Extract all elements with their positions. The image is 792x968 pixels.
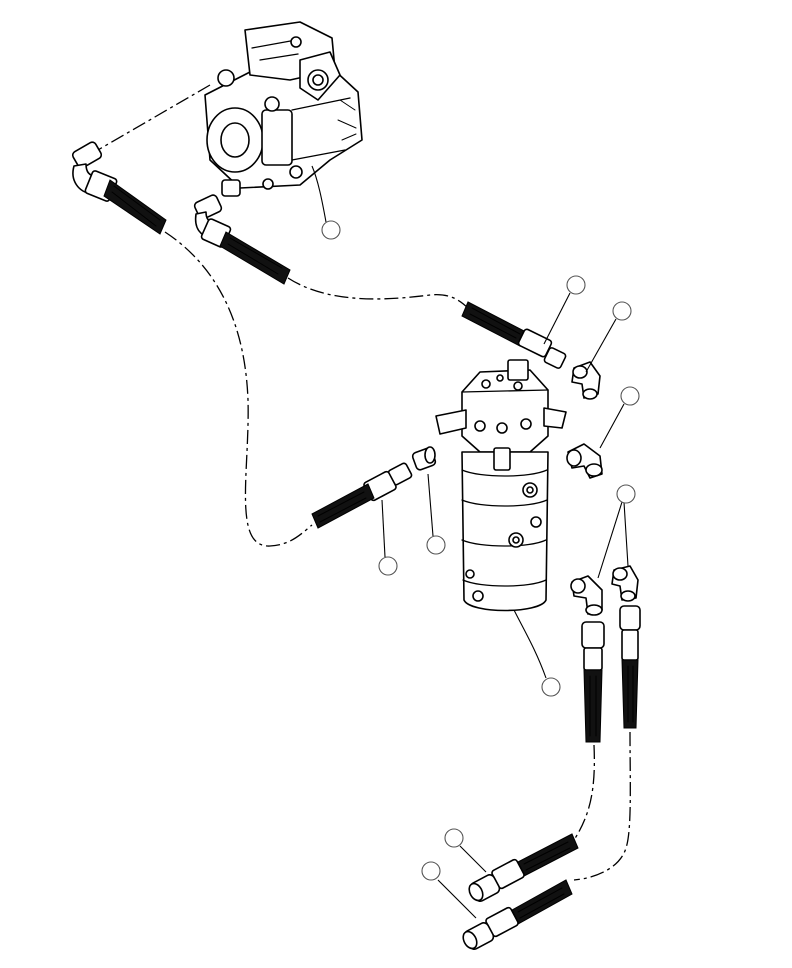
hose-assembly-upper-right xyxy=(461,301,567,369)
callout-swivel-joint xyxy=(541,677,561,697)
callout-pump xyxy=(321,220,341,240)
routing-right-hose-2 xyxy=(573,731,631,881)
hose-assembly-lower-1 xyxy=(468,833,579,902)
callouts xyxy=(321,220,640,881)
hose-assembly-left-swivel xyxy=(311,462,413,529)
leader-lines xyxy=(311,165,629,919)
callout-hose-lower-2 xyxy=(421,861,441,881)
routing-upper-hose-to-swivel xyxy=(287,277,471,311)
callout-elbows-right xyxy=(616,484,636,504)
swivel-joint xyxy=(435,359,567,612)
hose-assembly-right-vertical-2 xyxy=(619,605,641,729)
callout-elbow-upper xyxy=(612,301,632,321)
routing-right-hose-1 xyxy=(573,744,595,841)
callout-adapter-left xyxy=(426,535,446,555)
hose-assembly-right-vertical-1 xyxy=(581,621,605,743)
callout-adapter-upper xyxy=(566,275,586,295)
hose-assembly-pump-upper xyxy=(193,194,291,285)
routing-pump-to-left-hose xyxy=(97,84,211,151)
callout-elbow-middle xyxy=(620,386,640,406)
hydraulic-pump xyxy=(204,21,363,197)
hose-routing-centerlines xyxy=(97,84,631,881)
adapter-fitting-left xyxy=(411,446,437,471)
hose-assembly-lower-2 xyxy=(462,879,573,950)
callout-hose-lower-1 xyxy=(444,828,464,848)
elbow-fitting-upper xyxy=(571,361,601,400)
callout-hose-left xyxy=(378,556,398,576)
hose-assembly-pump-left xyxy=(71,141,167,235)
elbow-fittings-right xyxy=(570,565,639,616)
elbow-fitting-middle xyxy=(566,443,603,479)
